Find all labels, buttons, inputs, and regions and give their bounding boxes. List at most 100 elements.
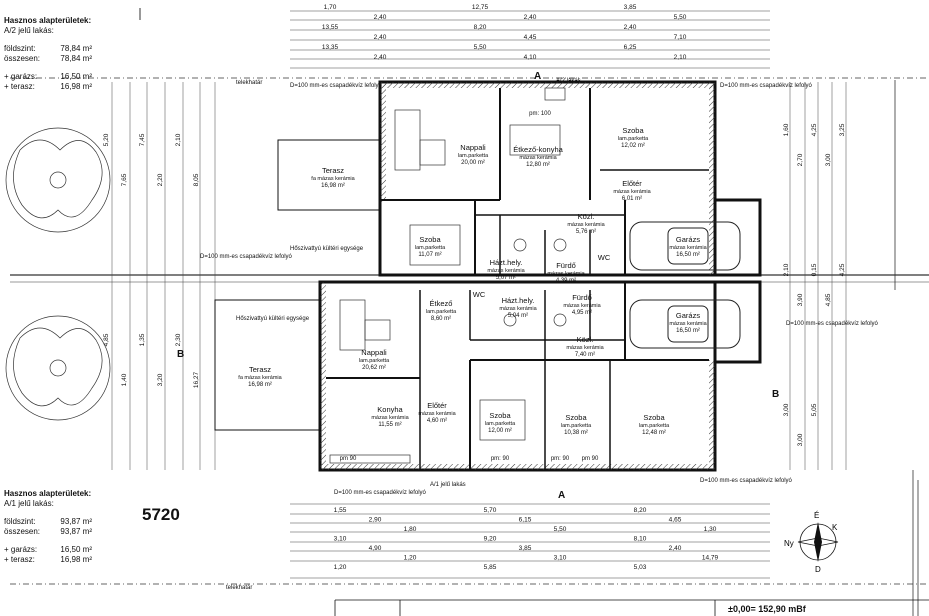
summary-row: földszint: 93,87 m²	[4, 517, 92, 527]
summary-row: összesen:78,84 m²	[4, 54, 92, 64]
summary-label: összesen:	[4, 527, 41, 536]
car-roof	[667, 227, 709, 265]
room-name: Terasz	[322, 166, 344, 175]
dimension-label: 5,85	[484, 564, 497, 571]
compass-east: K	[832, 523, 838, 532]
room-label: WC	[598, 253, 611, 262]
summary-label: összesen:	[4, 54, 41, 63]
room-floor: mázas kerámia	[418, 411, 456, 417]
cars	[629, 221, 741, 349]
dimension-label: 4,25	[839, 263, 846, 276]
heatpump-note: Hőszivattyú kültéri egysége	[236, 316, 310, 322]
summary-unit: A/2 jelű lakás:	[4, 26, 54, 35]
room-floor: mázas kerámia	[669, 321, 707, 327]
room-area: 8,60 m²	[431, 316, 451, 322]
dimension-label: 1,35	[139, 333, 146, 346]
dimension-label: 4,85	[825, 293, 832, 306]
room-name: Nappali	[460, 143, 486, 152]
room-area: 4,95 m²	[572, 310, 592, 316]
washer-icon	[513, 238, 527, 252]
summary-row: összesen: 93,87 m²	[4, 527, 92, 537]
room-floor: mázas kerámia	[547, 271, 585, 277]
dimension-label: 2,10	[783, 263, 790, 276]
tree-canopy-icon	[13, 327, 103, 407]
dimension-label: pm 90	[582, 456, 599, 462]
lot-number: 5720	[142, 505, 180, 524]
area-summary-top: Hasznos alapterületek: A/2 jelű lakás: f…	[4, 16, 92, 92]
downpipe-note: D=100 mm-es csapadékvíz lefolyó	[720, 83, 813, 89]
room-floor: mázas kerámia	[669, 245, 707, 251]
room-label: WC	[473, 290, 486, 299]
room-area: 16,98 m²	[248, 382, 272, 388]
dimension-label: 1,60	[783, 123, 790, 136]
bed-icon	[479, 399, 526, 441]
compass-south: D	[815, 565, 821, 574]
dimension-label: 7,10	[674, 34, 687, 41]
table-icon	[364, 319, 391, 341]
dimension-label: 2,20	[157, 173, 164, 186]
section-a-bottom: A	[558, 490, 565, 501]
dimension-label: 3,10	[334, 536, 347, 543]
summary-value: 16,98 m²	[60, 555, 92, 564]
summary-value: 16,98 m²	[60, 82, 92, 91]
terrace-outline	[277, 139, 381, 211]
dimension-texts-right: 1,602,704,253,003,252,103,900,154,854,25…	[783, 123, 846, 446]
dimension-label: 2,40	[374, 14, 387, 21]
dimension-label: 2,70	[797, 153, 804, 166]
summary-heading: Hasznos alapterületek:	[4, 16, 92, 25]
tree-trunk-icon	[49, 359, 67, 377]
room-floor: lam.parketta	[458, 153, 489, 159]
trees	[5, 127, 111, 421]
dimension-label: pm: 90	[551, 456, 570, 462]
room-name: Konyha	[377, 405, 403, 414]
dimension-label: 4,85	[103, 333, 110, 346]
room-floor: lam.parketta	[485, 421, 516, 427]
summary-row: + terasz:16,98 m²	[4, 82, 92, 92]
washer-icon	[503, 313, 517, 327]
dimension-label: 2,10	[674, 54, 687, 61]
dimension-texts-left: 5,207,657,452,202,108,054,851,401,353,20…	[103, 133, 200, 388]
dimension-label: 14,79	[702, 555, 719, 562]
table-icon	[419, 139, 446, 166]
dimension-label: 8,05	[193, 173, 200, 186]
room-name: WC	[473, 290, 486, 299]
dimension-label: 2,40	[624, 24, 637, 31]
room-floor: mázas kerámia	[563, 303, 601, 309]
downpipe-note: D=100 mm-es csapadékvíz lefolyó	[334, 490, 427, 496]
dimension-label: 3,20	[157, 373, 164, 386]
room-area: 7,40 m²	[575, 352, 595, 358]
furniture	[329, 87, 567, 464]
garage-wall	[713, 280, 762, 364]
dimension-label: 3,00	[825, 153, 832, 166]
dimension-label: 5,20	[103, 133, 110, 146]
dimension-label: 1,20	[404, 555, 417, 562]
dimension-label: 1,55	[334, 507, 347, 514]
dimension-label: pm: 90	[491, 456, 510, 462]
dimension-label: 5,70	[484, 507, 497, 514]
room-floor: fa mázas kerámia	[311, 176, 355, 182]
room-area: 12,02 m²	[621, 143, 645, 149]
sofa-icon	[394, 109, 421, 171]
elevation-reference: ±0,00= 152,90 mBf	[728, 604, 806, 614]
dimension-label: 6,25	[624, 44, 637, 51]
room-area: 16,50 m²	[676, 328, 700, 334]
summary-value: 93,87 m²	[60, 517, 92, 526]
room-name: Terasz	[249, 365, 271, 374]
dimension-lines-top	[290, 10, 770, 69]
dimension-label: 4,25	[811, 123, 818, 136]
room-area: 20,00 m²	[461, 160, 485, 166]
summary-label: földszint:	[4, 517, 36, 526]
dimension-label: 3,90	[797, 293, 804, 306]
room-floor: lam.parketta	[359, 358, 390, 364]
summary-row: + garázs:16,50 m²	[4, 545, 92, 555]
dimension-label: 13,55	[322, 24, 339, 31]
room-name: Közl.	[578, 212, 595, 221]
room-area: 12,80 m²	[526, 162, 550, 168]
summary-value: 93,87 m²	[60, 527, 92, 536]
room-floor: mázas kerámia	[613, 189, 651, 195]
